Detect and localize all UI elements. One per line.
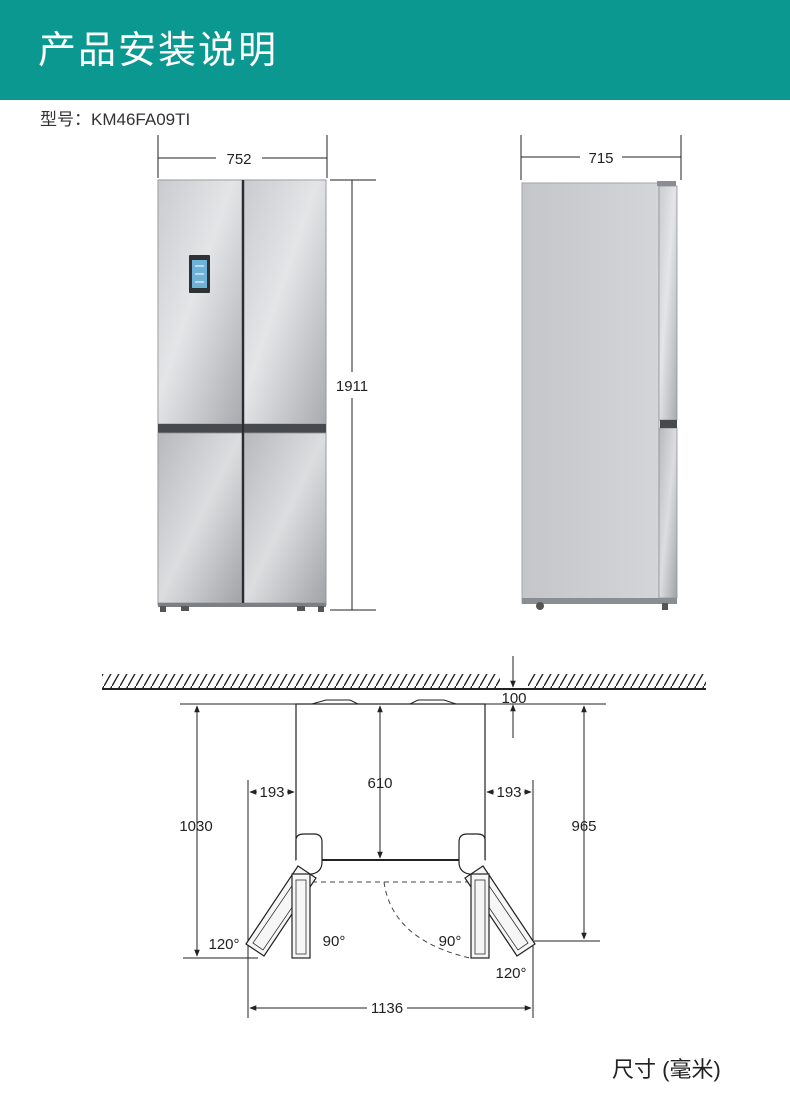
left-total-depth-label: 1030 (179, 818, 212, 835)
angle-right-inner-label: 90° (439, 933, 462, 950)
label-mask (367, 999, 407, 1016)
front-foot (318, 606, 324, 612)
side-depth-label: 715 (588, 150, 613, 167)
side-handle-strip (660, 420, 677, 428)
side-base (522, 598, 677, 604)
side-foot (662, 603, 668, 610)
front-door-lower-right (243, 432, 327, 604)
side-wheel (536, 602, 544, 610)
body-depth-label: 610 (367, 775, 392, 792)
front-base (158, 603, 326, 607)
right-door-90 (470, 873, 490, 959)
right-total-depth-label: 965 (571, 818, 596, 835)
page-title: 产品安装说明 (38, 28, 279, 72)
angle-right-outer-label: 120° (495, 965, 526, 982)
label-mask (494, 783, 524, 800)
side-door-lower (658, 427, 678, 599)
total-width-label: 1136 (371, 1000, 403, 1017)
wall-hatch-left (102, 674, 500, 689)
wall-gap-label: 100 (501, 690, 526, 707)
side-cabinet (521, 182, 660, 604)
left-door-90 (291, 873, 311, 959)
door-swing-arc (383, 881, 471, 959)
wall-hatch-right (528, 674, 706, 689)
front-view: 752 1911 (157, 135, 376, 612)
top-view: 100 610 193 193 1030 965 1136 (102, 656, 706, 1018)
right-door-90-inner (474, 879, 486, 955)
unit-note: 尺寸 (毫米) (612, 1057, 721, 1082)
header-banner: 产品安装说明 (0, 0, 790, 100)
right-hinge (458, 833, 486, 877)
front-foot (181, 606, 189, 611)
front-foot (160, 606, 166, 612)
front-width-label: 752 (226, 151, 251, 168)
cabinet-back-details (311, 699, 457, 705)
left-side-clearance-label: 193 (259, 784, 284, 801)
left-door-90-inner (295, 879, 307, 955)
angle-left-inner-label: 90° (323, 933, 346, 950)
right-side-clearance-label: 193 (496, 784, 521, 801)
front-foot (297, 606, 305, 611)
side-door-upper (658, 185, 678, 421)
front-door-upper-left (157, 179, 243, 425)
side-view: 715 (520, 135, 682, 610)
front-door-upper-right (243, 179, 327, 425)
front-height-label: 1911 (336, 378, 368, 395)
side-top-hinge (657, 181, 676, 186)
model-number: 型号：KM46FA09TI (40, 110, 191, 129)
label-mask (257, 783, 287, 800)
angle-left-outer-label: 120° (208, 936, 239, 953)
cabinet-top-outline (295, 703, 486, 861)
front-door-lower-left (157, 432, 243, 604)
left-hinge (295, 833, 323, 877)
